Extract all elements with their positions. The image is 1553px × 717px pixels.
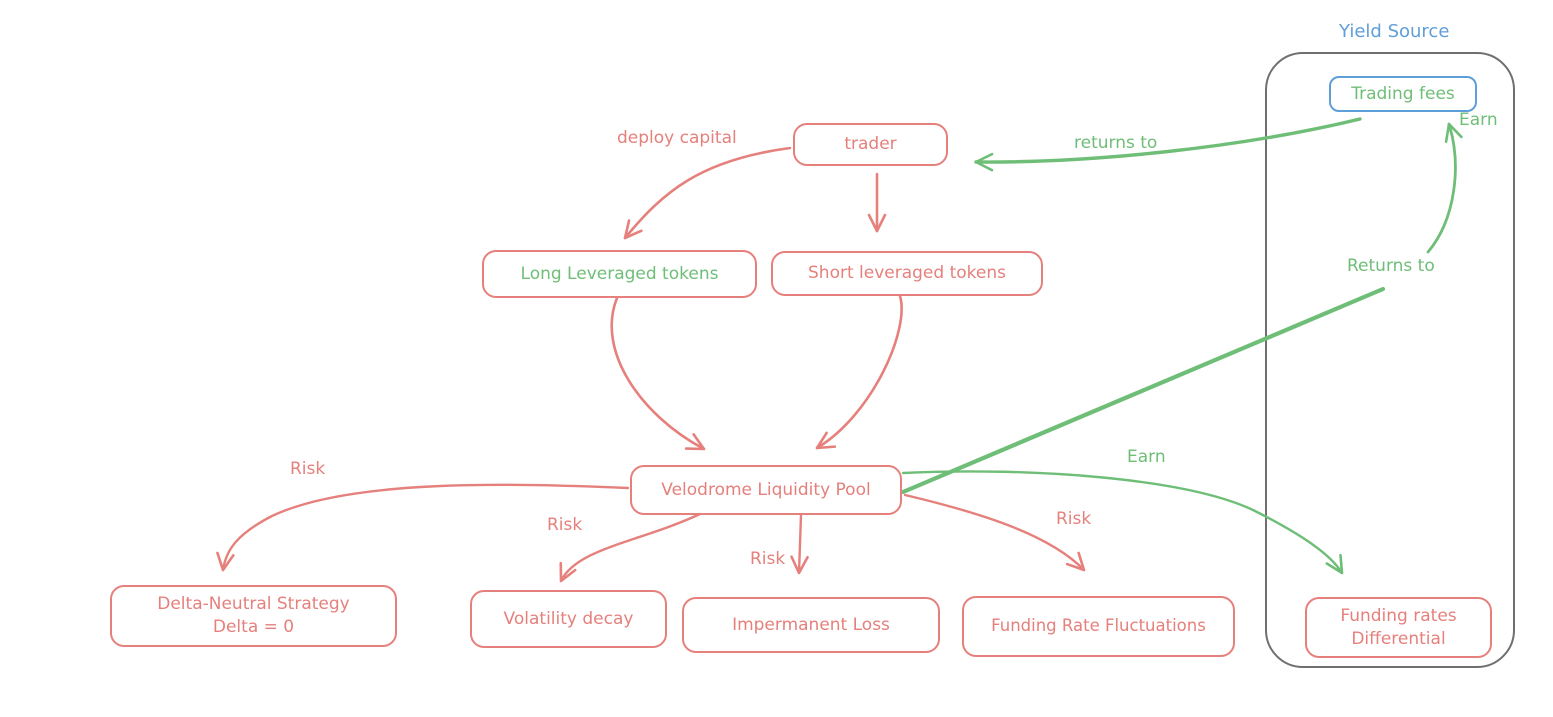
- arrow-short-tokens-to-pool[interactable]: [815, 294, 903, 450]
- node-trader[interactable]: trader: [793, 123, 948, 166]
- yield-source-label[interactable]: Yield Source: [1339, 21, 1450, 42]
- arrow-risk-to-impermanent-loss[interactable]: [790, 513, 809, 575]
- node-delta-neutral-strategy-line2: Delta = 0: [212, 617, 295, 637]
- label-risk-impermanent[interactable]: Risk: [750, 549, 786, 569]
- arrow-earn-to-funding-differential[interactable]: [901, 470, 1344, 575]
- label-risk-funding[interactable]: Risk: [1056, 509, 1092, 529]
- node-funding-rates-differential-line2: Differential: [1351, 628, 1446, 649]
- node-delta-neutral-strategy[interactable]: Delta-Neutral Strategy Delta = 0: [110, 585, 397, 647]
- arrow-risk-to-volatility-decay[interactable]: [559, 512, 702, 583]
- node-impermanent-loss[interactable]: Impermanent Loss: [682, 597, 940, 653]
- node-volatility-decay[interactable]: Volatility decay: [470, 590, 667, 648]
- node-delta-neutral-strategy-line1: Delta-Neutral Strategy: [157, 594, 350, 615]
- arrow-trader-to-long-tokens[interactable]: [623, 146, 792, 240]
- label-returns-to-trader[interactable]: returns to: [1074, 133, 1158, 153]
- node-short-leveraged-tokens-label: Short leveraged tokens: [808, 263, 1006, 284]
- node-funding-rates-differential[interactable]: Funding rates Differential: [1305, 597, 1492, 658]
- label-risk-delta[interactable]: Risk: [290, 459, 326, 479]
- node-trader-label: trader: [844, 134, 897, 155]
- node-short-leveraged-tokens[interactable]: Short leveraged tokens: [771, 251, 1043, 296]
- label-returns-to-yield[interactable]: Returns to: [1347, 256, 1435, 276]
- node-funding-rate-fluctuations-label: Funding Rate Fluctuations: [991, 616, 1206, 636]
- arrow-long-tokens-to-pool[interactable]: [610, 296, 706, 451]
- node-velodrome-liquidity-pool[interactable]: Velodrome Liquidity Pool: [630, 465, 902, 515]
- node-trading-fees[interactable]: Trading fees: [1329, 76, 1477, 112]
- node-impermanent-loss-label: Impermanent Loss: [732, 614, 890, 635]
- arrow-trading-fees-to-trader[interactable]: [974, 117, 1362, 172]
- yield-source-container[interactable]: [1265, 52, 1515, 668]
- node-volatility-decay-label: Volatility decay: [503, 608, 634, 629]
- node-velodrome-liquidity-pool-label: Velodrome Liquidity Pool: [661, 479, 871, 500]
- arrow-pool-to-returns-label[interactable]: [900, 286, 1386, 495]
- arrow-risk-to-funding-fluctuations[interactable]: [903, 493, 1086, 572]
- label-earn-top[interactable]: Earn: [1459, 110, 1498, 130]
- node-long-leveraged-tokens-label: Long Leveraged tokens: [520, 263, 719, 284]
- node-long-leveraged-tokens[interactable]: Long Leveraged tokens: [482, 250, 757, 298]
- node-trading-fees-label: Trading fees: [1351, 83, 1455, 104]
- node-funding-rate-fluctuations[interactable]: Funding Rate Fluctuations: [962, 596, 1235, 657]
- label-risk-volatility[interactable]: Risk: [547, 515, 583, 535]
- node-funding-rates-differential-line1: Funding rates: [1340, 605, 1457, 626]
- arrow-returns-label-to-trading-fees[interactable]: [1426, 122, 1463, 254]
- label-earn-funding[interactable]: Earn: [1127, 447, 1166, 467]
- label-deploy-capital[interactable]: deploy capital: [617, 128, 737, 148]
- arrow-risk-to-delta-neutral[interactable]: [216, 483, 630, 572]
